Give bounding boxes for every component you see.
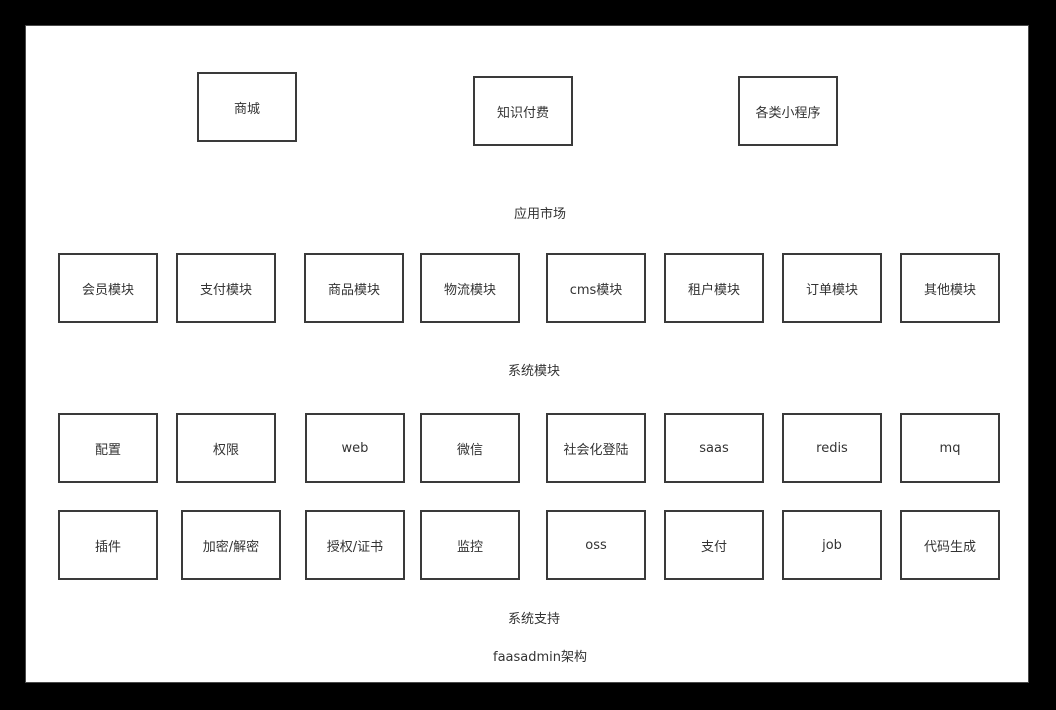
support-box-license[interactable]: 授权/证书 bbox=[305, 510, 405, 580]
support-box-wechat[interactable]: 微信 bbox=[420, 413, 520, 483]
support-box-redis[interactable]: redis bbox=[782, 413, 882, 483]
support-box-permission[interactable]: 权限 bbox=[176, 413, 276, 483]
diagram-canvas: 商城 知识付费 各类小程序 应用市场 会员模块 支付模块 商品模块 物流模块 c… bbox=[25, 25, 1029, 683]
support-box-mq[interactable]: mq bbox=[900, 413, 1000, 483]
system-modules-label: 系统模块 bbox=[507, 364, 561, 379]
module-box-payment[interactable]: 支付模块 bbox=[176, 253, 276, 323]
app-market-label: 应用市场 bbox=[513, 207, 567, 222]
support-box-monitoring[interactable]: 监控 bbox=[420, 510, 520, 580]
system-support-label: 系统支持 bbox=[507, 612, 561, 627]
diagram-title: faasadmin架构 bbox=[492, 650, 588, 665]
support-box-encryption[interactable]: 加密/解密 bbox=[181, 510, 281, 580]
app-box-paid-knowledge[interactable]: 知识付费 bbox=[473, 76, 573, 146]
module-box-order[interactable]: 订单模块 bbox=[782, 253, 882, 323]
support-box-job[interactable]: job bbox=[782, 510, 882, 580]
support-box-config[interactable]: 配置 bbox=[58, 413, 158, 483]
module-box-other[interactable]: 其他模块 bbox=[900, 253, 1000, 323]
app-box-mall[interactable]: 商城 bbox=[197, 72, 297, 142]
support-box-social-login[interactable]: 社会化登陆 bbox=[546, 413, 646, 483]
support-box-saas[interactable]: saas bbox=[664, 413, 764, 483]
support-box-codegen[interactable]: 代码生成 bbox=[900, 510, 1000, 580]
support-box-payment[interactable]: 支付 bbox=[664, 510, 764, 580]
support-box-web[interactable]: web bbox=[305, 413, 405, 483]
module-box-product[interactable]: 商品模块 bbox=[304, 253, 404, 323]
module-box-cms[interactable]: cms模块 bbox=[546, 253, 646, 323]
module-box-member[interactable]: 会员模块 bbox=[58, 253, 158, 323]
support-box-plugin[interactable]: 插件 bbox=[58, 510, 158, 580]
support-box-oss[interactable]: oss bbox=[546, 510, 646, 580]
module-box-tenant[interactable]: 租户模块 bbox=[664, 253, 764, 323]
app-box-mini-programs[interactable]: 各类小程序 bbox=[738, 76, 838, 146]
module-box-logistics[interactable]: 物流模块 bbox=[420, 253, 520, 323]
